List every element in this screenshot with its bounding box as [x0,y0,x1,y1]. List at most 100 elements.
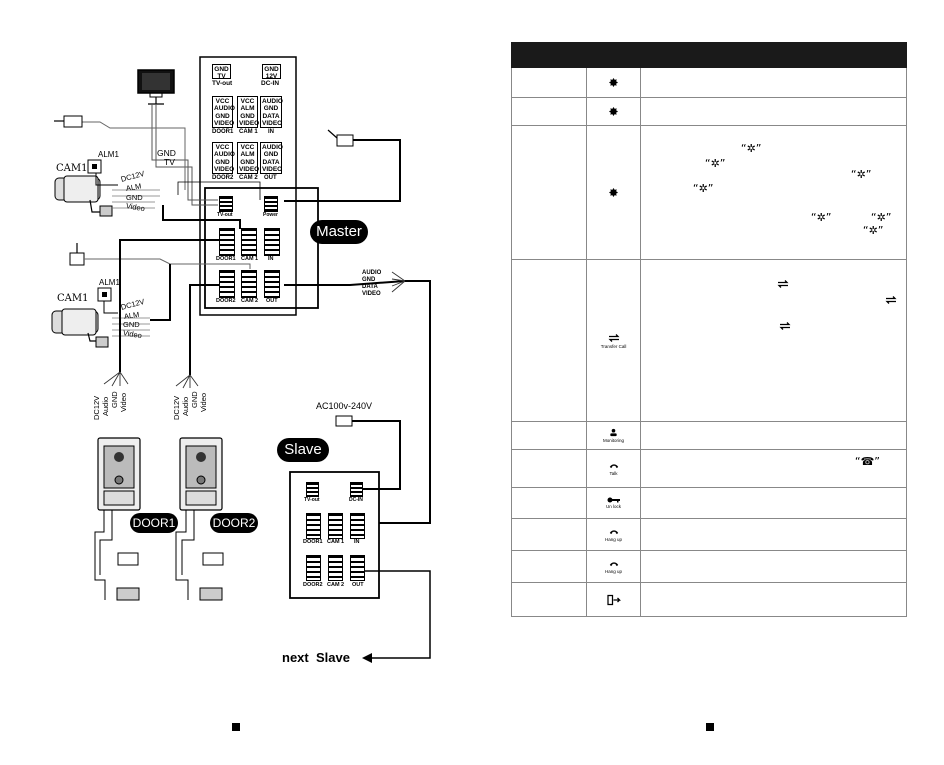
master-block-cam2-label: CAM 2 [239,175,258,181]
bus-video: VIDEO [362,291,381,297]
alm1-bottom-label: ALM1 [99,278,120,287]
table-row: Talk “☎” [510,449,908,488]
slave-conn-in [350,513,365,539]
camera-1-bottom [51,308,109,348]
ac-power-label: AC100v-240V [316,401,373,411]
inline-gear-icon: “✲” [740,142,762,155]
master-conn-tvout [219,196,233,212]
camera-1-top [54,175,113,217]
door1-wire-labels: DC12V Audio GND Video [92,384,136,424]
door2-wire-labels: DC12V Audio GND Video [172,384,216,424]
door1-pill: DOOR1 [130,513,178,533]
exit-icon [606,594,621,605]
cam1-top-label: CAM1 [56,163,88,174]
talk-icon [609,463,618,468]
table-row [510,67,908,98]
gear-icon [609,188,618,197]
hangup-icon [609,529,618,534]
table-row [510,97,908,126]
master-conn-door2 [219,270,235,298]
right-page-marker [706,723,714,731]
master-conn-in-label: IN [268,256,274,262]
hangup-icon [609,561,618,566]
slave-conn-dcin [350,482,363,497]
slave-conn-dcin-label: DC-IN [349,497,363,503]
master-conn-cam2-label: CAM 2 [241,298,259,304]
master-conn-out-label: OUT [266,298,278,304]
cam1-bottom-label: CAM1 [57,293,89,304]
inline-transfer-icon [779,322,791,330]
left-page-marker [232,723,240,731]
slave-conn-cam2-label: CAM 2 [327,582,345,588]
master-block-tvout-label: TV-out [212,80,233,87]
slave-conn-cam2 [328,555,343,581]
inline-gear-icon: “✲” [862,224,884,237]
slave-conn-out-label: OUT [352,582,364,588]
function-table: “✲” “✲” “✲” “✲” “✲” “✲” “✲” Transfer Cal… [510,42,908,617]
inline-talk-icon: “☎” [854,455,880,468]
door2-wire-video: Video [199,392,208,412]
table-row: Hang up [510,518,908,551]
slave-pill: Slave [277,438,329,462]
talk-caption: Talk [609,470,618,476]
master-conn-power [264,196,278,212]
inline-transfer-icon [777,280,789,288]
inline-gear-icon: “✲” [810,211,832,224]
slave-conn-in-label: IN [354,539,360,545]
bus-audio: AUDIO [362,270,382,276]
inline-gear-icon: “✲” [692,182,714,195]
master-conn-in [264,228,280,256]
table-row [510,582,908,617]
transfer-call-caption: Transfer Call [600,343,627,349]
master-block-in-label: IN [268,129,274,135]
bus-gnd: GND [362,277,376,283]
door1-wire-audio: Audio [101,396,110,416]
inline-gear-icon: “✲” [704,157,726,170]
master-conn-cam1-label: CAM 1 [241,256,259,262]
slave-conn-door2 [306,555,321,581]
master-block-out-label: OUT [264,175,277,181]
slave-conn-out [350,555,365,581]
master-block-door1-label: DOOR1 [212,129,234,135]
cam1-top-wire-gnd: GND [126,193,143,202]
gear-icon [609,78,618,87]
master-conn-tvout-label: TV-out [217,212,233,218]
alm1-top-label: ALM1 [98,150,119,159]
master-block-cam1-label: CAM 1 [239,129,258,135]
master-conn-door1-label: DOOR1 [216,256,236,262]
slave-conn-door1-label: DOOR1 [303,539,323,545]
slave-conn-tvout [306,482,319,497]
cam1-bottom-wire-gnd: GND [123,320,140,329]
monitoring-caption: Monitoring [603,438,625,443]
door1-wire-video: Video [119,392,128,412]
master-connector-frame [204,187,319,309]
slave-conn-tvout-label: TV-out [304,497,320,503]
wiring-diagram [51,56,431,663]
door-station-2 [179,437,223,511]
door1-wire-dc12v: DC12V [92,395,101,420]
master-pill: Master [310,220,368,244]
table-row: Hang up [510,550,908,583]
master-conn-power-label: Power [263,212,279,218]
master-block-door2-label: DOOR2 [212,175,234,181]
tv-label: TV [164,157,175,167]
master-conn-door2-label: DOOR2 [216,298,236,304]
next-slave-label: next Slave [282,650,350,665]
door2-pill: DOOR2 [210,513,258,533]
table-row: Monitoring [510,421,908,450]
table-header [510,42,908,68]
gnd-label: GND [157,148,176,158]
door-station-1 [97,437,141,511]
door2-wire-audio: Audio [181,396,190,416]
master-conn-out [264,270,280,298]
master-conn-cam1 [241,228,257,256]
transfer-call-icon [608,333,620,342]
door2-wire-gnd: GND [190,391,199,408]
table-row: Transfer Call [510,259,908,422]
